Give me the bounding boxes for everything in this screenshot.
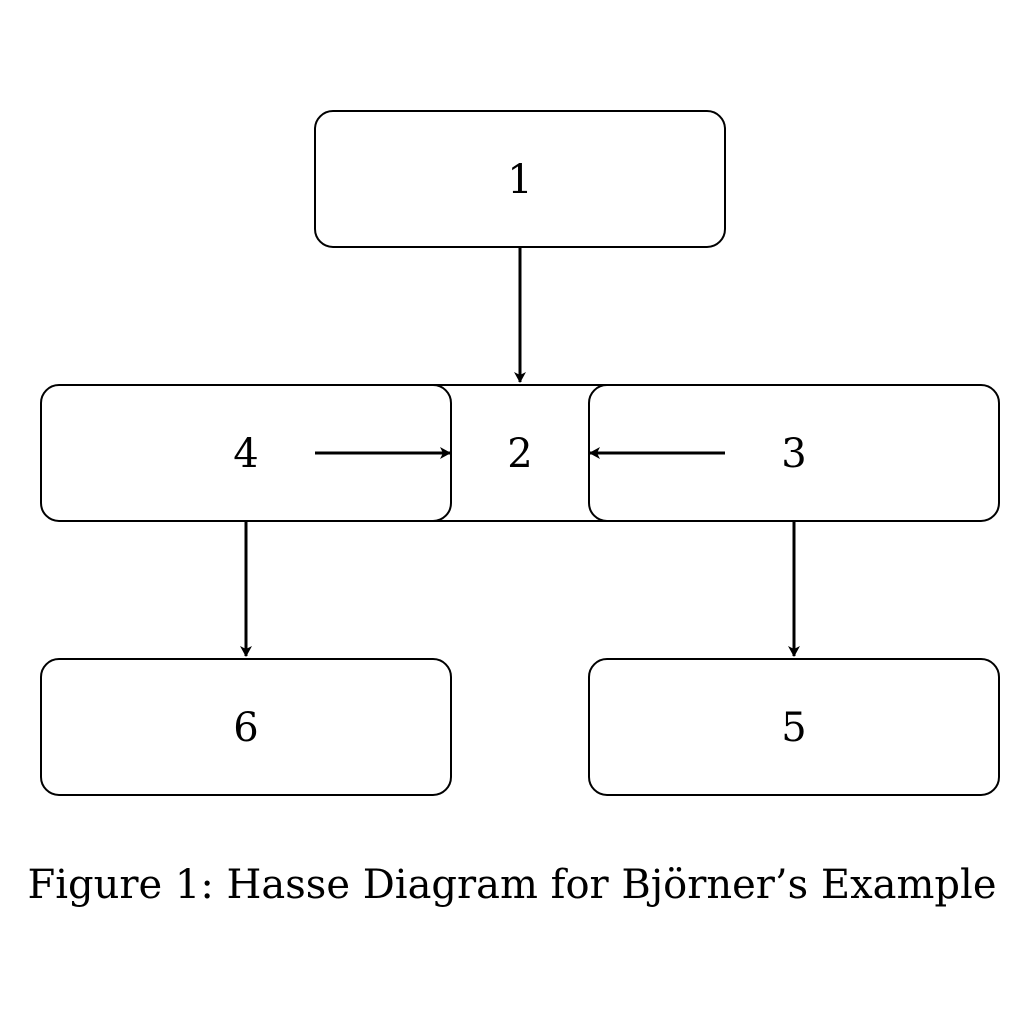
node-1-label: 1 <box>507 157 532 203</box>
node-3-label: 3 <box>781 431 806 477</box>
node-3: 3 <box>588 384 1000 522</box>
node-4: 4 <box>40 384 452 522</box>
node-2-label: 2 <box>507 431 532 477</box>
node-4-label: 4 <box>233 431 258 477</box>
node-5: 5 <box>588 658 1000 796</box>
node-6: 6 <box>40 658 452 796</box>
node-6-label: 6 <box>233 705 258 751</box>
node-1: 1 <box>314 110 726 248</box>
figure-caption: Figure 1: Hasse Diagram for Björner’s Ex… <box>27 862 997 908</box>
node-5-label: 5 <box>781 705 806 751</box>
